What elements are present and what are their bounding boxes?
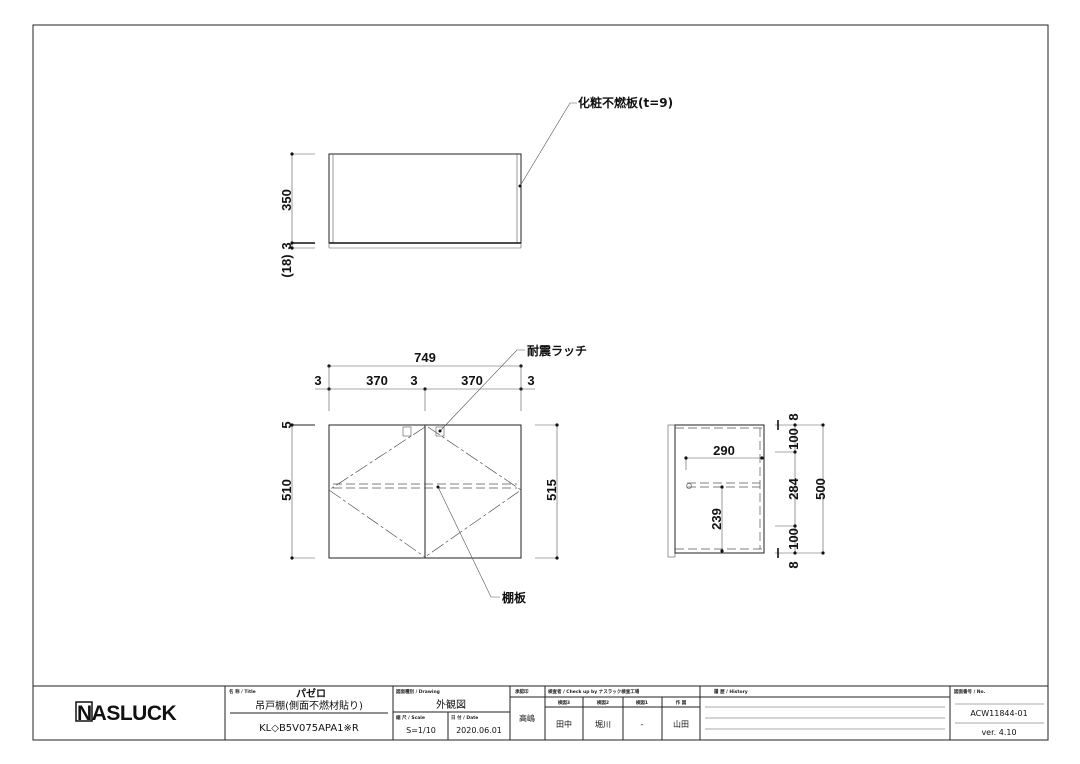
checker-name: 山田 xyxy=(673,719,689,729)
dim-bottom-thickness: 8 xyxy=(786,561,801,568)
checker-name: 堀川 xyxy=(595,720,611,729)
check-col-label: 検図1 xyxy=(636,699,648,706)
scale-label: 縮 尺 / Scale xyxy=(396,714,425,721)
dim-top-rail: 100 xyxy=(786,428,801,450)
drawing-number: ACW11844-01 xyxy=(970,709,1027,718)
dim-door-right: 370 xyxy=(461,373,483,388)
history-label: 履 歴 / History xyxy=(714,688,748,695)
approver: 高嶋 xyxy=(519,713,535,723)
sheet-border xyxy=(32,24,1049,741)
top-view-outline xyxy=(328,153,522,244)
logo: NASLUCK xyxy=(77,702,176,725)
latch-left xyxy=(402,426,412,437)
top-view: 350 3 (18) 化粧不燃板(t=9) xyxy=(279,95,673,278)
check-col-label: 検図2 xyxy=(597,699,609,706)
dim-bottom-rail: 100 xyxy=(786,528,801,550)
checkup-label: 検査者 / Check up by ナスラック検査工場 xyxy=(548,688,640,695)
approval-label: 承認印 xyxy=(515,688,529,695)
callout-seismic-latch: 耐震ラッチ xyxy=(527,343,587,358)
side-view: 290 239 8 100 284 100 8 500 xyxy=(667,413,828,569)
dim-door-height: 510 xyxy=(279,479,294,501)
series-name: パゼロ xyxy=(296,687,326,700)
dim-top-depth: 350 xyxy=(279,189,294,211)
dim-middle: 284 xyxy=(786,477,801,499)
number-label: 図面番号 / No. xyxy=(954,688,986,695)
dim-top-thickness-side: 8 xyxy=(786,413,801,420)
check-col-label: 作 図 xyxy=(676,699,687,706)
dim-gap-left: 3 xyxy=(314,373,321,388)
checker-name: 田中 xyxy=(556,719,572,729)
checker-name: - xyxy=(641,720,644,729)
dim-gap-center: 3 xyxy=(410,373,417,388)
dim-door-left: 370 xyxy=(366,373,388,388)
dim-shelf-height: 239 xyxy=(709,508,724,530)
drawing-type: 外観図 xyxy=(436,698,466,711)
dim-top-door: (18) xyxy=(279,254,294,277)
dim-overall-height: 515 xyxy=(544,479,559,501)
model-number: KL◇B5V075APA1※R xyxy=(259,723,359,734)
date-label: 日 付 / Date xyxy=(451,714,478,721)
drawing-label: 図面種別 / Drawing xyxy=(396,688,440,695)
dim-overall-width: 749 xyxy=(414,350,436,365)
latch-right xyxy=(435,426,445,437)
version: ver. 4.10 xyxy=(981,728,1016,737)
logo-n-box xyxy=(75,701,93,722)
dim-gap-right: 3 xyxy=(527,373,534,388)
callout-decorative-board: 化粧不燃板(t=9) xyxy=(578,95,673,110)
dim-shelf-depth: 290 xyxy=(713,443,735,458)
date: 2020.06.01 xyxy=(456,726,502,735)
dim-side-overall-height: 500 xyxy=(813,478,828,500)
callout-shelf: 棚板 xyxy=(502,590,527,605)
leader-line xyxy=(519,102,577,187)
check-col-label: 検図3 xyxy=(558,699,570,706)
title-label: 名 称 / Title xyxy=(229,688,256,695)
side-view-outline xyxy=(674,424,765,554)
scale: S=1/10 xyxy=(406,726,436,735)
title-block: NASLUCK 名 称 / Title パゼロ 吊戸棚(側面不燃材貼り) KL◇… xyxy=(33,685,1048,740)
product-name: 吊戸棚(側面不燃材貼り) xyxy=(255,699,363,712)
dim-top-thickness: 3 xyxy=(279,242,294,249)
front-view: 749 3 370 3 370 3 5 510 515 耐震ラッチ 棚板 xyxy=(279,343,587,605)
dim-top-gap: 5 xyxy=(279,421,294,428)
